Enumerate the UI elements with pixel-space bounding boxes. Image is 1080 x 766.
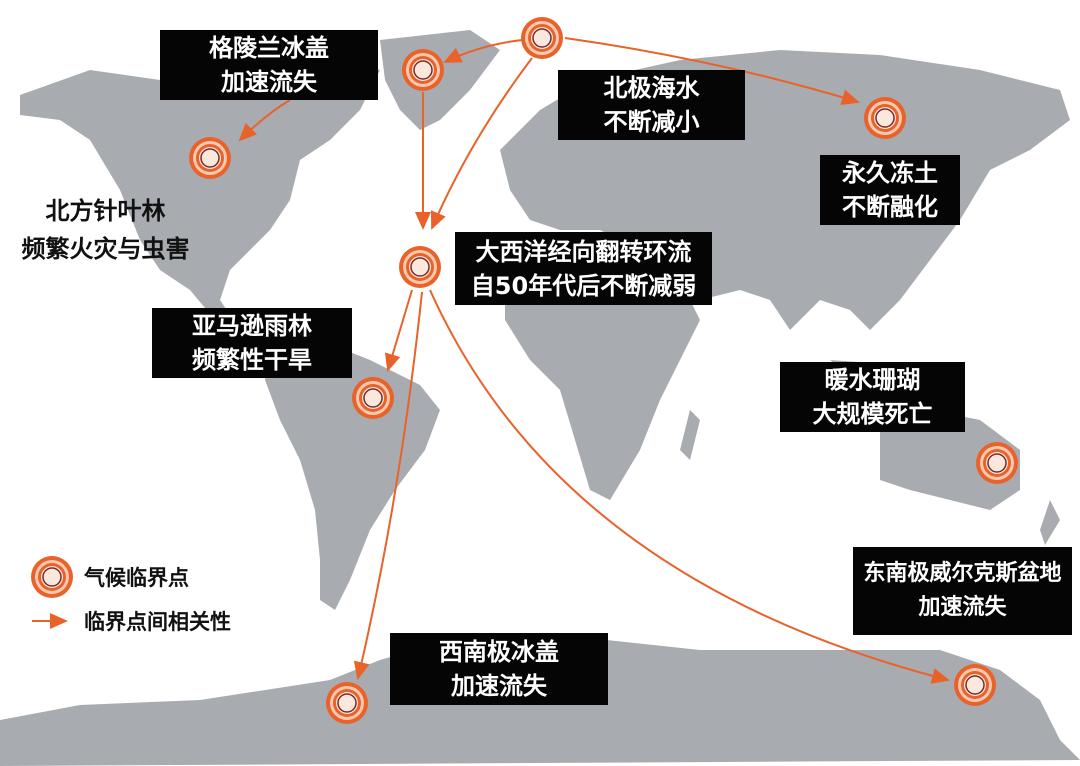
australia (880, 410, 1020, 510)
label-title: 北方针叶林 (45, 197, 166, 225)
label-title: 大西洋经向翻转环流 (475, 237, 692, 266)
arrow-amoc-east-antarctic (429, 289, 950, 684)
label-amoc: 大西洋经向翻转环流 自50年代后不断减弱 (455, 232, 712, 305)
label-title: 永久冻土 (842, 159, 938, 187)
arrow-arctic-permafrost (564, 37, 860, 105)
legend: 气候临界点 临界点间相关性 (30, 555, 231, 643)
arrow-amoc-amazon (384, 289, 413, 372)
tipping-point-amazon (351, 376, 395, 420)
label-boreal: 北方针叶林 频繁火灾与虫害 (8, 192, 203, 268)
label-subtitle: 频繁性干旱 (192, 346, 312, 374)
africa (505, 240, 700, 500)
legend-item-correlation: 临界点间相关性 (30, 599, 231, 643)
tipping-point-coral (975, 441, 1019, 485)
label-subtitle: 频繁火灾与虫害 (21, 235, 190, 263)
arrow-icon (32, 613, 68, 629)
tipping-point-arctic (520, 16, 564, 60)
label-subtitle: 自50年代后不断减弱 (470, 271, 697, 300)
label-title: 东南极威尔克斯盆地 (863, 561, 1062, 586)
legend-label: 临界点间相关性 (84, 610, 231, 634)
tipping-point-boreal (188, 136, 232, 180)
label-subtitle: 不断减小 (603, 108, 700, 136)
legend-item-tipping-point: 气候临界点 (30, 555, 231, 599)
label-title: 西南极冰盖 (439, 638, 559, 666)
arrow-amoc-west-antarctic (353, 291, 423, 680)
legend-label: 气候临界点 (84, 566, 189, 590)
south-america (265, 340, 440, 610)
label-subtitle: 加速流失 (918, 595, 1007, 620)
correlation-arrows (238, 37, 950, 684)
arrow-arctic-greenland (443, 39, 523, 63)
label-east-antarctic: 东南极威尔克斯盆地 加速流失 (853, 547, 1072, 635)
label-amazon: 亚马逊雨林 频繁性干旱 (152, 308, 352, 378)
label-coral: 暖水珊瑚 大规模死亡 (780, 362, 965, 432)
tipping-point-east-antarctic (953, 663, 997, 707)
tipping-point-west-antarctic (325, 681, 369, 725)
tipping-point-greenland (401, 48, 445, 92)
label-title: 格陵兰冰盖 (209, 34, 329, 62)
label-subtitle: 加速流失 (451, 672, 547, 700)
label-title: 北极海水 (603, 74, 700, 102)
new-zealand (1040, 500, 1060, 545)
arrow-arctic-amoc (431, 57, 533, 230)
north-america (20, 55, 380, 350)
madagascar (680, 410, 700, 460)
label-west-antarctic: 西南极冰盖 加速流失 (390, 633, 608, 705)
label-arctic: 北极海水 不断减小 (558, 70, 745, 140)
tipping-point-icon (30, 555, 74, 599)
tipping-point-amoc (398, 245, 442, 289)
arrow-greenland-boreal (238, 99, 291, 142)
label-greenland: 格陵兰冰盖 加速流失 (160, 30, 378, 100)
label-title: 亚马逊雨林 (192, 312, 312, 340)
label-subtitle: 加速流失 (221, 68, 317, 96)
label-subtitle: 大规模死亡 (812, 400, 933, 428)
tipping-point-permafrost (863, 96, 907, 140)
label-subtitle: 不断融化 (842, 193, 938, 221)
label-permafrost: 永久冻土 不断融化 (820, 155, 960, 225)
label-title: 暖水珊瑚 (824, 366, 921, 394)
